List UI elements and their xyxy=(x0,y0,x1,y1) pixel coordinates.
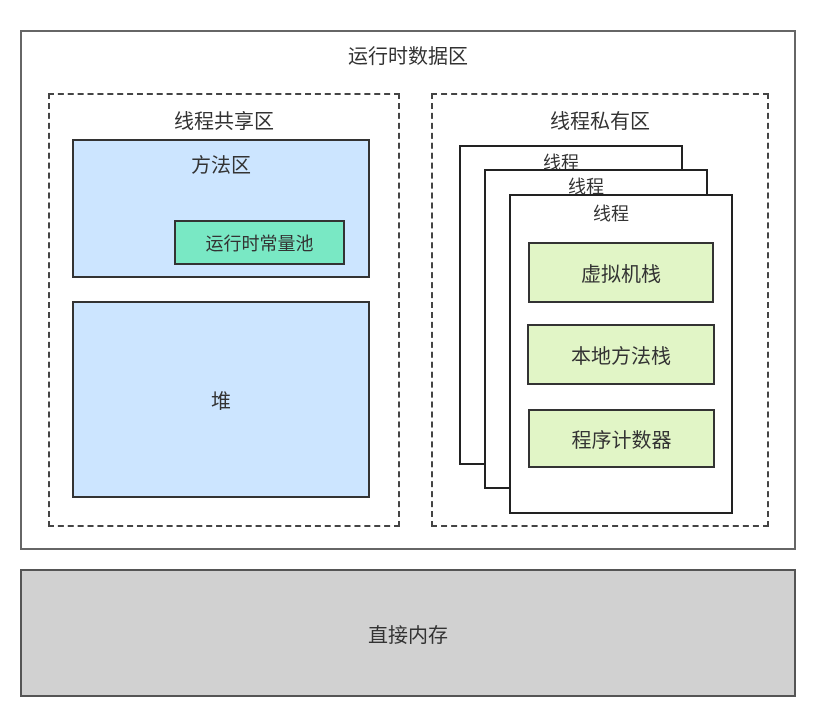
heap-box: 堆 xyxy=(72,301,370,498)
thread-card-front-label: 线程 xyxy=(593,204,629,225)
thread-private-area: 线程私有区 xyxy=(431,93,769,527)
runtime-constant-pool: 运行时常量池 xyxy=(174,220,345,265)
thread-card-middle-label: 线程 xyxy=(568,177,604,198)
method-area-label: 方法区 xyxy=(191,153,251,177)
native-method-stack-box: 本地方法栈 xyxy=(527,324,715,385)
direct-memory-box: 直接内存 xyxy=(20,569,796,697)
runtime-data-area-label: 运行时数据区 xyxy=(348,44,468,68)
thread-card-back-label: 线程 xyxy=(543,153,579,174)
vm-stack-box: 虚拟机栈 xyxy=(528,242,714,303)
thread-private-area-label: 线程私有区 xyxy=(550,109,650,133)
thread-shared-area: 线程共享区 xyxy=(48,93,400,527)
program-counter-box: 程序计数器 xyxy=(528,409,715,468)
thread-shared-area-label: 线程共享区 xyxy=(174,109,274,133)
